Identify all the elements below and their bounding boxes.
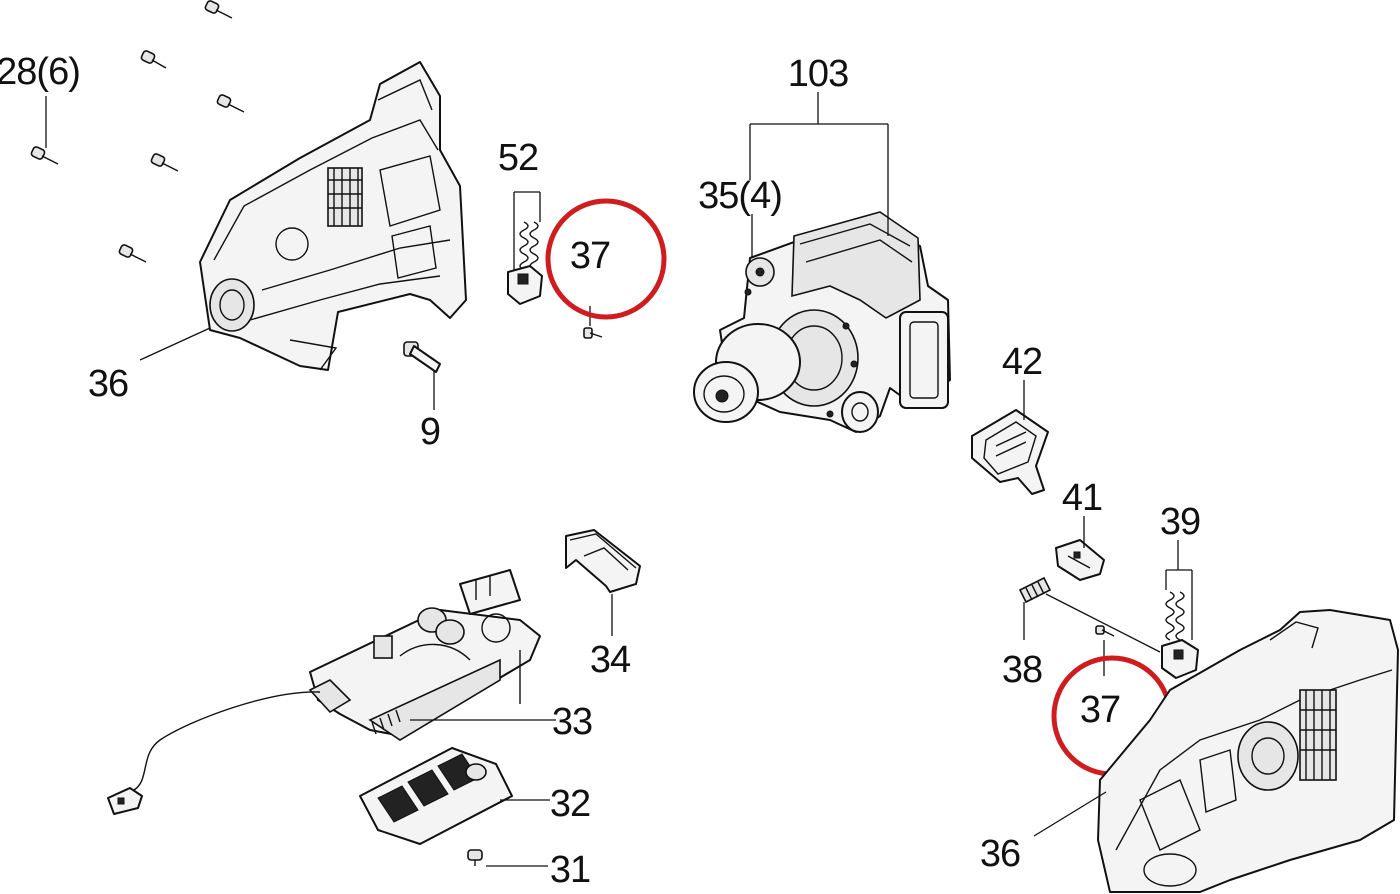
- callout-103: 103: [788, 53, 848, 95]
- callout-31: 31: [550, 849, 590, 891]
- callout-39: 39: [1160, 501, 1200, 543]
- pin-9: 9: [403, 341, 441, 453]
- part-41: 41: [1055, 477, 1105, 581]
- callout-38: 38: [1002, 649, 1042, 691]
- clip-34: 34: [565, 529, 641, 681]
- callout-28: 28(6): [0, 51, 80, 93]
- callout-41: 41: [1062, 477, 1102, 519]
- callout-42: 42: [1002, 341, 1042, 383]
- heat-sink-fins: [371, 709, 401, 735]
- motor-assembly-103: 103 35(4): [693, 53, 951, 433]
- brush-holder-frame: [899, 311, 949, 409]
- housing-right-36: 36: [980, 609, 1399, 893]
- screw-group-28: 28(6): [0, 0, 245, 263]
- highlight-circle-top: [545, 198, 667, 320]
- vent-grid-right: [1299, 689, 1337, 781]
- spring-38: 38: [1002, 576, 1161, 691]
- callout-9: 9: [420, 411, 440, 453]
- callout-37-top: 37: [570, 235, 610, 277]
- screw: [118, 244, 147, 263]
- callout-34: 34: [590, 639, 631, 681]
- vent-grid: [327, 167, 363, 227]
- callout-33: 33: [552, 701, 592, 743]
- switch-cover-42: 42: [971, 341, 1049, 495]
- screw-31: 31: [467, 849, 591, 891]
- filter-plate-32: 32: [359, 747, 591, 845]
- screw: [140, 50, 167, 69]
- housing-left-36: 36: [88, 61, 467, 405]
- screw: [150, 153, 179, 172]
- callout-52: 52: [498, 137, 538, 179]
- callout-36-right: 36: [980, 833, 1020, 875]
- callout-36-left: 36: [88, 363, 128, 405]
- screw-37-top: 37: [545, 198, 667, 339]
- callout-35: 35(4): [698, 175, 782, 217]
- front-shaft: [693, 323, 801, 423]
- electronics-module-33: 33: [107, 569, 593, 815]
- screw: [30, 146, 59, 165]
- screw: [216, 94, 245, 113]
- callout-37-bottom: 37: [1080, 689, 1120, 731]
- screw: [204, 0, 233, 19]
- brush-assembly-39: 39: [1160, 501, 1201, 679]
- brush-assembly-52: 52: [498, 137, 543, 305]
- callout-32: 32: [550, 783, 590, 825]
